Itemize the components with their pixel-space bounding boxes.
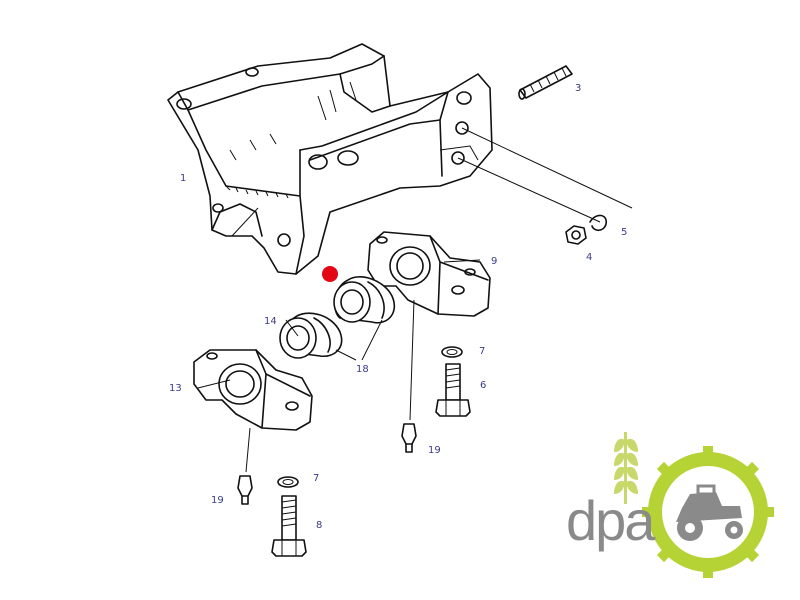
tractor-icon (676, 484, 743, 541)
callout-7a: 7 (479, 346, 485, 357)
washer-part-5 (589, 214, 607, 232)
callout-7b: 7 (313, 473, 319, 484)
callout-19b: 19 (211, 495, 224, 506)
highlight-marker (322, 266, 338, 282)
callout-14: 14 (264, 316, 277, 327)
grease-nipple-left (237, 475, 253, 505)
bolt-part-8 (271, 495, 307, 557)
callout-4: 4 (586, 252, 592, 263)
dpa-logo: dpa (566, 432, 774, 578)
bush-part-18-upper (333, 276, 396, 324)
pillow-block-left (193, 349, 313, 431)
callout-1: 1 (180, 173, 186, 184)
callout-8: 8 (316, 520, 322, 531)
grease-nipple-right (401, 423, 417, 453)
callout-6: 6 (480, 380, 486, 391)
stud-part-3 (518, 65, 573, 100)
support-bracket (167, 43, 493, 275)
nut-part-4 (565, 225, 587, 245)
callout-5: 5 (621, 227, 627, 238)
wheat-icon (614, 432, 638, 504)
callout-9: 9 (491, 256, 497, 267)
logo-text: dpa (566, 489, 656, 552)
callout-13: 13 (169, 383, 182, 394)
callout-3: 3 (575, 83, 581, 94)
bush-part-18-lower (279, 312, 343, 359)
bolt-part-6 (435, 363, 471, 417)
callout-19a: 19 (428, 445, 441, 456)
callout-18: 18 (356, 364, 369, 375)
spring-washer-right (441, 346, 463, 358)
spring-washer-left (277, 476, 299, 488)
